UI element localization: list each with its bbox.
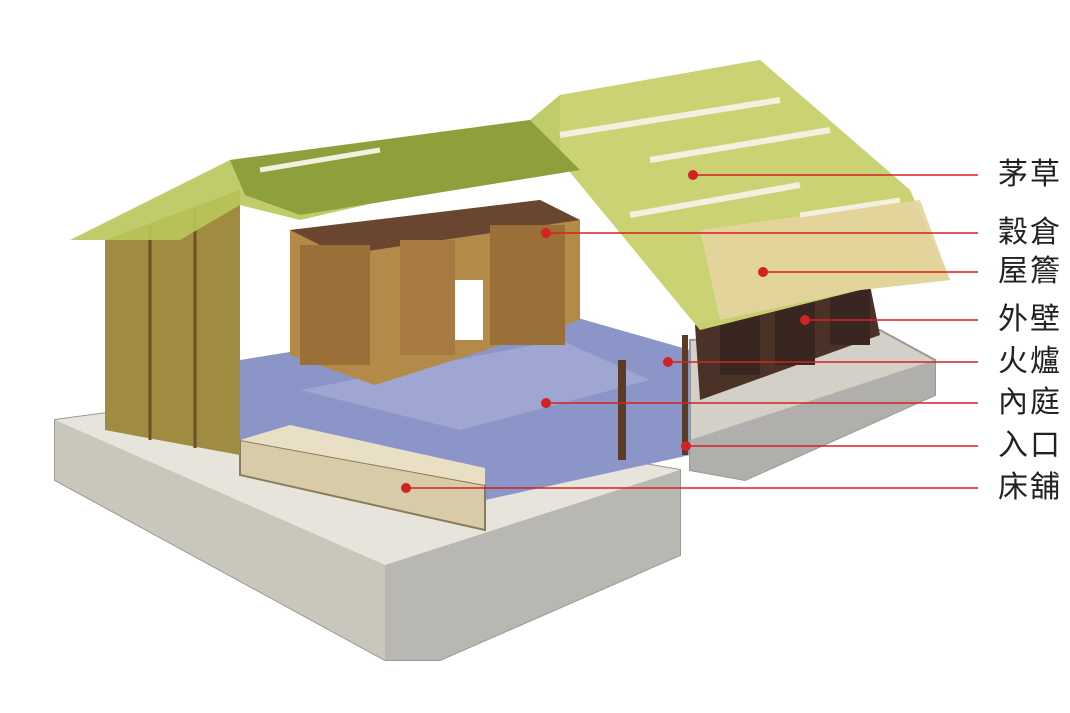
leader-dot-hearth — [663, 357, 673, 367]
leader-dot-bed — [401, 483, 411, 493]
label-thatch: 茅草 — [998, 157, 1062, 193]
leader-dot-thatch — [688, 170, 698, 180]
leader-dot-granary — [541, 228, 551, 238]
leader-dot-eaves — [758, 267, 768, 277]
leader-dot-entrance — [681, 441, 691, 451]
support-post — [618, 360, 626, 460]
label-bed: 床舖 — [998, 470, 1062, 506]
label-outer-wall: 外壁 — [998, 302, 1062, 338]
leader-dot-outer-wall — [800, 315, 810, 325]
label-courtyard: 內庭 — [998, 385, 1062, 421]
label-hearth: 火爐 — [998, 344, 1062, 380]
label-granary: 穀倉 — [998, 215, 1062, 251]
entrance-post — [682, 335, 688, 455]
label-entrance: 入口 — [998, 428, 1062, 464]
label-eaves: 屋簷 — [998, 254, 1062, 290]
leader-dot-courtyard — [541, 398, 551, 408]
